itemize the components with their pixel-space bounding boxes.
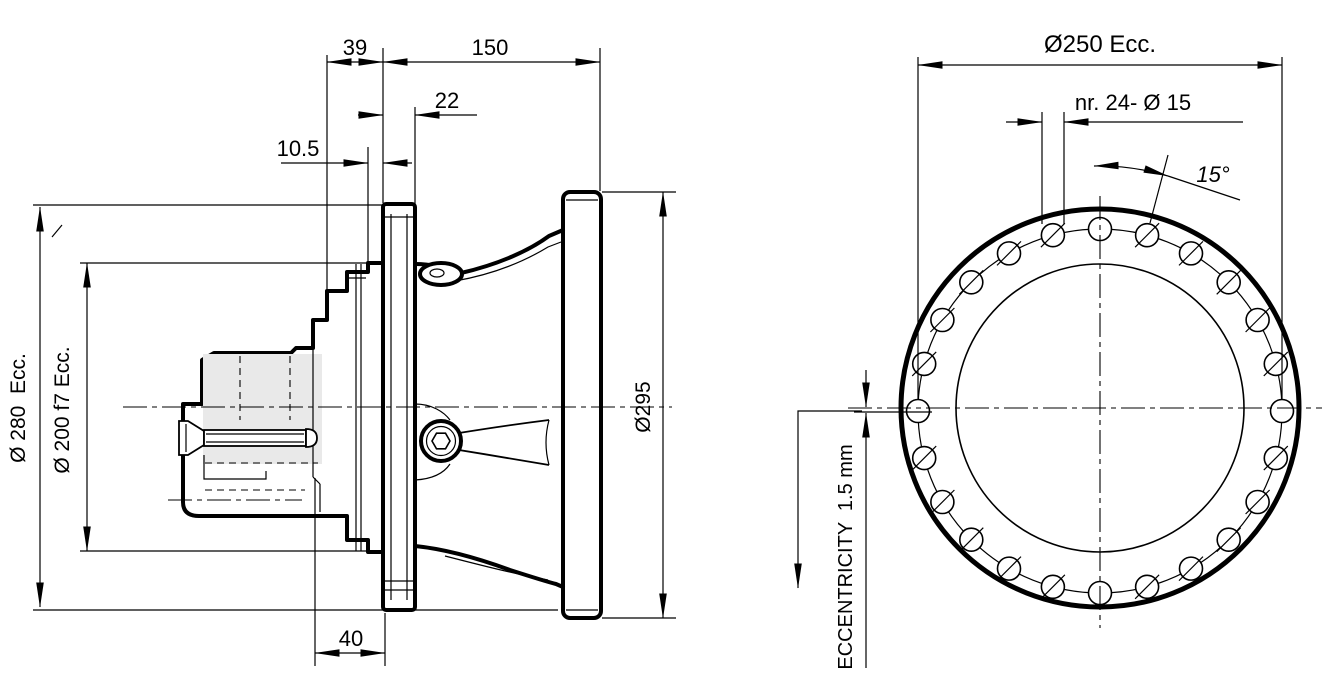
rear-flange [561, 190, 603, 620]
bell-bottom-inner-curve [444, 555, 549, 581]
rib-top-edge [458, 419, 550, 434]
countersunk-screw [178, 420, 318, 480]
dim-22-label: 22 [435, 88, 459, 113]
dimension-150: 150 [382, 35, 601, 66]
bolt-hole-slash [1216, 269, 1242, 295]
dim-dia280-label: Ø 280 Ecc. [7, 353, 30, 463]
front-flange-view: Ø250 Ecc. nr. 24- Ø 15 15° ECCENTRICITY … [794, 31, 1322, 670]
bolt-hole-slash [1263, 445, 1289, 471]
bolt-hole-slash [911, 445, 937, 471]
bolt-hole-slash [1134, 574, 1160, 600]
rib-shoulder-top [414, 403, 451, 421]
rib-end-cap [545, 419, 550, 466]
dim-angle-label: 15° [1196, 162, 1229, 187]
dim-40-label: 40 [339, 626, 363, 651]
screw-tip [305, 428, 318, 448]
screw-seat-step [203, 455, 267, 480]
extension-lines-left-view [33, 48, 676, 666]
bolt-hole [1269, 398, 1295, 424]
dim-39-label: 39 [343, 35, 367, 60]
dimension-10-5: 10.5 [277, 136, 412, 167]
cavity-edge [312, 476, 321, 485]
rib-shoulder-bottom [414, 463, 451, 481]
dimension-22: 22 [358, 88, 477, 119]
dimension-dia295: Ø295 [632, 191, 667, 619]
bolt-hole-slash [929, 489, 955, 515]
bolt-holes [905, 216, 1295, 606]
dimension-eccentricity: ECCENTRICITY 1.5 mm [794, 370, 870, 670]
bell-top-curve [459, 228, 565, 275]
dimension-dia280: Ø 280 Ecc. [7, 206, 44, 608]
bolt-hole-slash [1245, 489, 1271, 515]
bolt-hole-slash [1216, 527, 1242, 553]
bolt-washer-circle [425, 425, 457, 457]
extension-lines-front-view [917, 57, 1283, 399]
dim-dia295-label: Ø295 [632, 381, 655, 432]
bolt-hole-slash [1178, 556, 1204, 582]
top-lug-boss [418, 261, 464, 287]
dim-10-5-label: 10.5 [277, 136, 320, 161]
bolt-hole-slash [1134, 222, 1160, 248]
dim-150-label: 150 [472, 35, 509, 60]
rear-flange-outline [561, 190, 603, 620]
bolt-hole-slash [911, 351, 937, 377]
bolt-hole-slash [1263, 351, 1289, 377]
dimension-dia200: Ø 200 f7 Ecc. [51, 262, 91, 552]
rib-bottom-edge [458, 449, 550, 466]
dim-holes-label: nr. 24- Ø 15 [1075, 90, 1191, 115]
bolt-hole-slash [929, 307, 955, 333]
bolt-hole [905, 398, 931, 424]
dimension-40: 40 [314, 626, 386, 657]
bell-bottom-curve [413, 544, 565, 589]
bolt-hole-slash [1040, 574, 1066, 600]
side-section-view: 39 150 22 10.5 40 Ø 280 Ecc. Ø 200 f7 Ec… [7, 35, 676, 666]
bolt-hole-slash [996, 556, 1022, 582]
dimension-holes: nr. 24- Ø 15 [1006, 90, 1243, 126]
bell-top-inner-curve [454, 241, 562, 282]
bell-housing [413, 228, 565, 589]
hex-socket [431, 432, 451, 450]
section-shading [203, 354, 322, 464]
bolt-hole-slash [958, 269, 984, 295]
dimension-dia250: Ø250 Ecc. [917, 31, 1283, 69]
dim-dia200-label: Ø 200 f7 Ecc. [51, 346, 74, 473]
screw-shank [203, 429, 307, 447]
bolt-hole-slash [1178, 240, 1204, 266]
top-lug-hole [429, 268, 445, 278]
eccentricity-label: ECCENTRICITY 1.5 mm [835, 444, 857, 669]
dim-dia250-label: Ø250 Ecc. [1044, 31, 1156, 58]
bolt-hole-slash [1245, 307, 1271, 333]
bolt-hole-slash [996, 240, 1022, 266]
tick-mark [51, 224, 63, 238]
dimension-angle-15: 15° [1093, 154, 1241, 224]
bolt-hole-slash [958, 527, 984, 553]
bolt-hole-slash [1040, 222, 1066, 248]
dimension-39: 39 [326, 35, 384, 66]
